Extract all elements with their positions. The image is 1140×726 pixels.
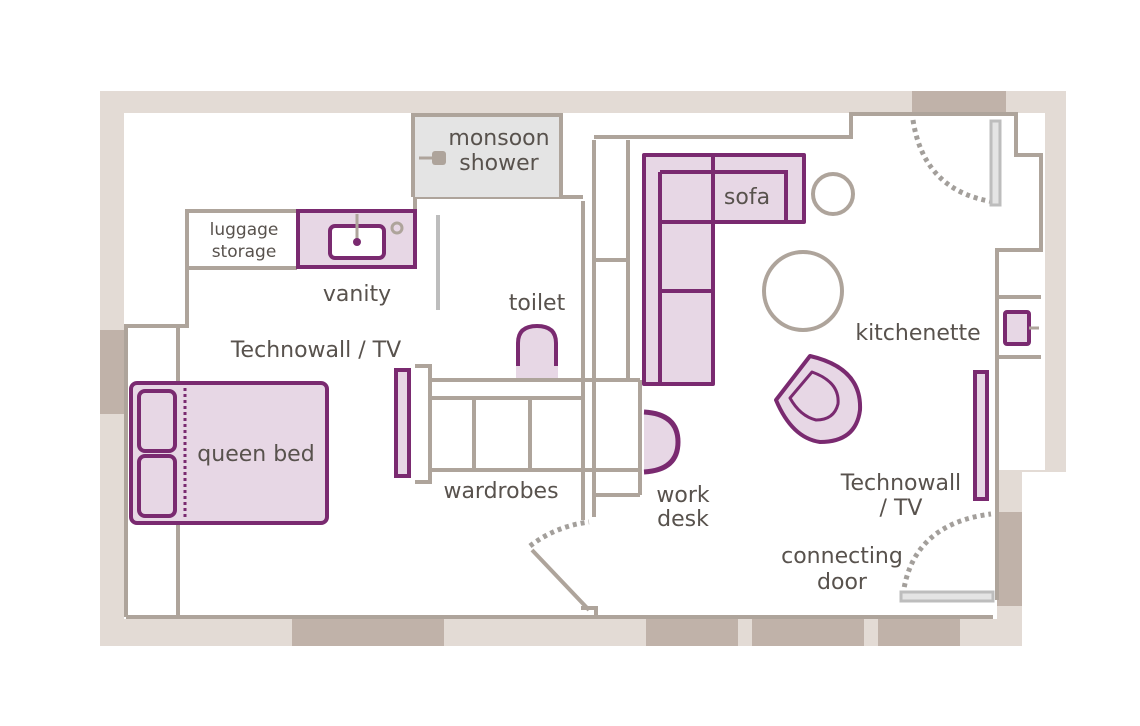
entry-door-leaf [989, 119, 1002, 207]
left-right-partition [581, 140, 596, 520]
vanity-label: vanity [323, 282, 391, 307]
sofa: sofa [642, 153, 806, 386]
kitchenette-label: kitchenette [855, 321, 980, 346]
vanity-area: luggage storage vanity [210, 209, 440, 310]
work-desk: work desk [643, 409, 710, 532]
pillow-bottom [137, 454, 177, 518]
sofa-label: sofa [724, 185, 770, 210]
sofa-seams [660, 155, 715, 293]
frame-accent-bottom-3 [752, 619, 864, 646]
pillow-top [137, 389, 177, 453]
queen-bed-label: queen bed [197, 442, 314, 467]
shower-head [432, 151, 446, 165]
right-room-outline [594, 112, 1043, 600]
frame-accent-top [912, 91, 1006, 113]
kitchenette-cabinet [995, 250, 1041, 359]
outer-frame [100, 91, 1066, 646]
round-table [762, 250, 844, 332]
tv-wall-stub [415, 364, 432, 484]
toilet: toilet [509, 291, 566, 378]
queen-bed: queen bed [129, 381, 329, 525]
connecting-door-swing [900, 511, 992, 596]
monsoon-shower: monsoon shower [415, 117, 559, 197]
frame-accent-bottom-1 [292, 619, 444, 646]
bathroom-door-leaf [530, 548, 591, 612]
toilet-cistern [516, 366, 558, 378]
work-desk-label-1: work [656, 483, 709, 508]
tv-screen-right [973, 370, 989, 501]
wardrobe-outline [428, 378, 640, 472]
inner-walls [124, 112, 1043, 619]
monsoon-shower-label-2: shower [459, 151, 539, 176]
bathroom-door-swing [528, 519, 590, 548]
frame-accent-left [100, 330, 124, 414]
left-room-outline [124, 113, 563, 617]
armchair-seat [788, 370, 840, 422]
entry-door-swing [910, 119, 996, 205]
luggage-storage-label-2: storage [212, 242, 277, 262]
luggage-storage-label-1: luggage [210, 220, 279, 240]
sofa-back-cushion [660, 170, 788, 222]
technowall-tv-right-label-1: Technowall [840, 471, 961, 496]
work-desk-label-2: desk [657, 507, 709, 532]
monsoon-shower-label-1: monsoon [448, 126, 549, 151]
frame-accent-right [997, 512, 1022, 606]
technowall-tv-left-label: Technowall / TV [230, 338, 401, 363]
connecting-door-label-1: connecting [781, 544, 903, 569]
side-table [811, 172, 855, 216]
wardrobes-label: wardrobes [443, 479, 558, 504]
technowall-tv-right-label-2: / TV [880, 496, 923, 521]
bed-frame [129, 381, 329, 525]
technowall-tv-left: Technowall / TV [230, 338, 411, 478]
technowall-tv-right: Technowall / TV [840, 370, 989, 521]
connecting-door-leaf [899, 590, 995, 603]
left-room-cabinets [596, 140, 642, 497]
toilet-bowl [516, 323, 558, 378]
toilet-label: toilet [509, 291, 566, 316]
desk-chair [643, 409, 681, 475]
connecting-door-label-2: door [817, 570, 868, 595]
frame-accent-bottom-2 [646, 619, 738, 646]
kitchenette: kitchenette [855, 310, 1039, 346]
doors: connecting door [528, 119, 1002, 612]
frame-accent-bottom-4 [878, 619, 960, 646]
tv-screen-left [394, 368, 411, 478]
kitchenette-sink [1003, 310, 1031, 346]
vanity-knob [390, 221, 404, 235]
armchair [774, 354, 863, 444]
vanity-drain [353, 238, 361, 246]
